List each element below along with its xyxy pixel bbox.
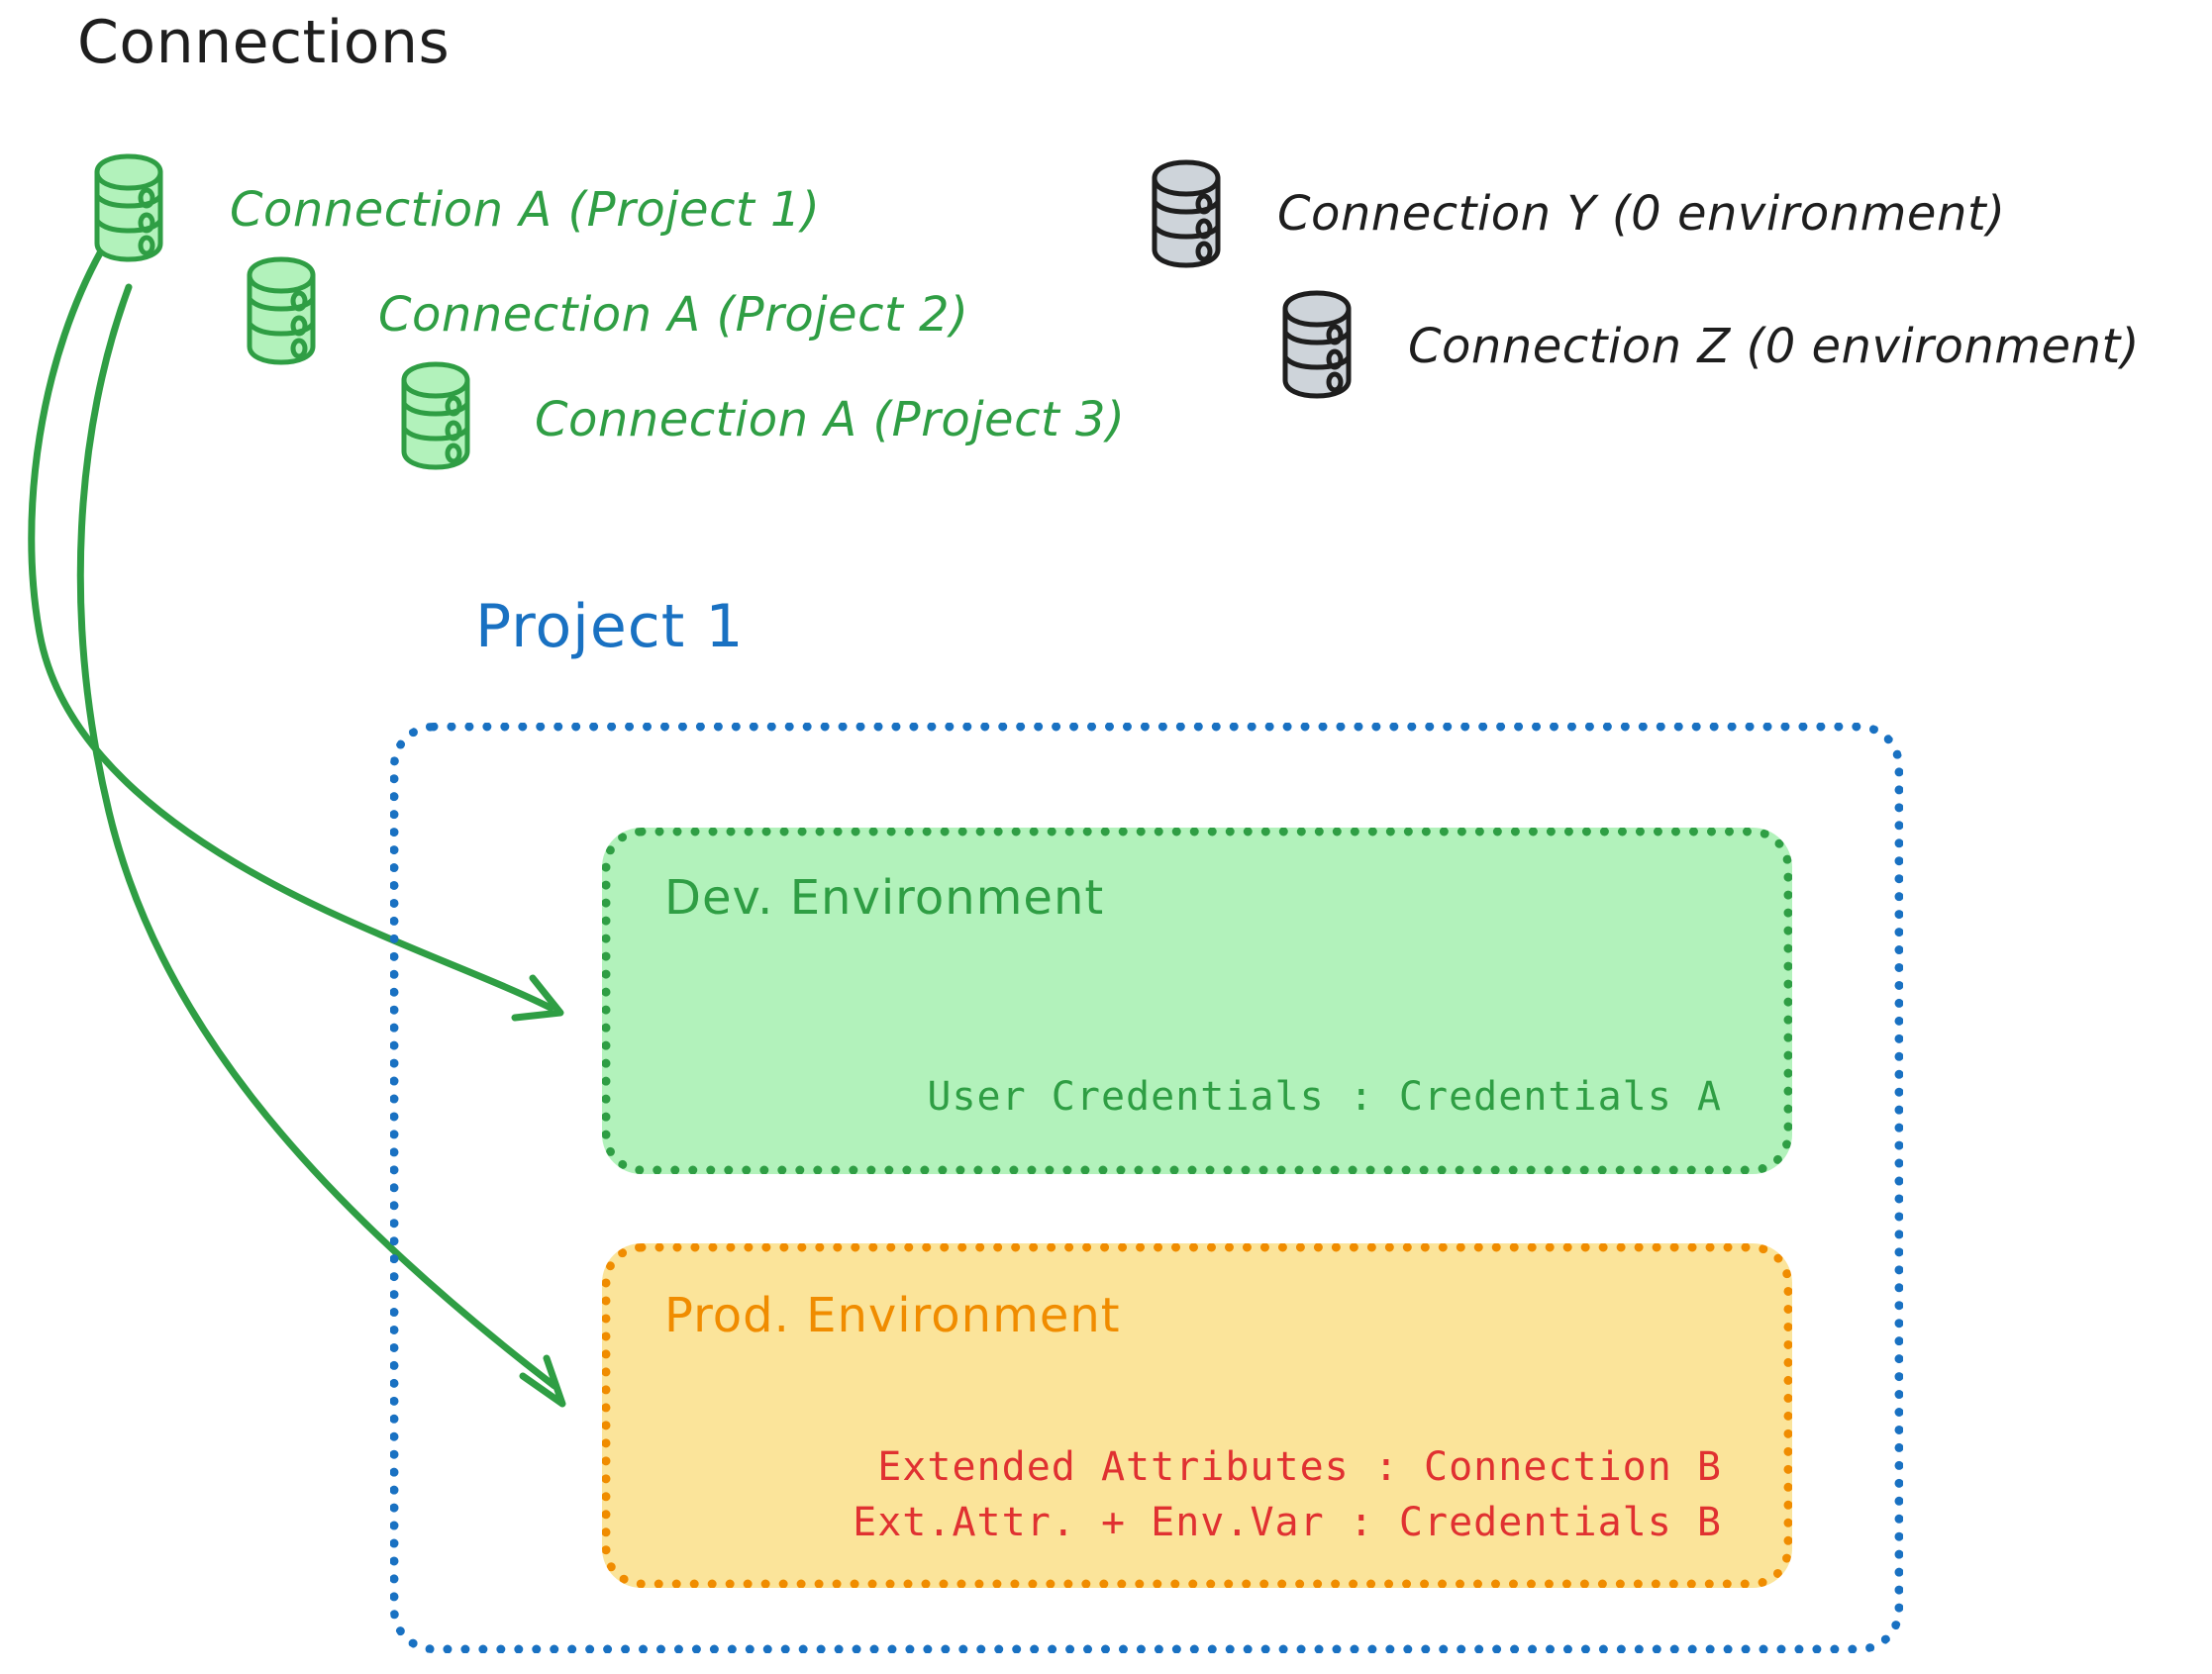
project-container (390, 723, 1903, 1653)
arrow-connection-a-to-prod-environment (76, 283, 566, 1408)
database-cylinder-icon (247, 256, 316, 365)
environment-box-prod: Prod. Environment Extended Attributes : … (602, 1243, 1792, 1588)
connection-label-y: Connection Y (0 environment) (1277, 186, 2006, 242)
arrow-connection-a-to-dev-environment (28, 239, 564, 1022)
project-title: Project 1 (475, 592, 745, 661)
page-title: Connections (77, 8, 451, 77)
database-cylinder-icon (1152, 159, 1221, 268)
environment-title-dev: Dev. Environment (664, 870, 1105, 926)
connection-label-z: Connection Z (0 environment) (1408, 319, 2140, 374)
database-cylinder-icon (1282, 290, 1352, 399)
environment-title-prod: Prod. Environment (664, 1288, 1121, 1343)
environment-line-prod-2: Ext.Attr. + Env.Var : Credentials B (853, 1500, 1722, 1545)
connection-label-a-project-2: Connection A (Project 2) (378, 287, 969, 343)
connection-label-a-project-3: Connection A (Project 3) (535, 392, 1126, 447)
database-cylinder-icon (94, 153, 163, 262)
database-cylinder-icon (401, 361, 470, 470)
environment-box-dev: Dev. Environment User Credentials : Cred… (602, 828, 1792, 1174)
environment-line-prod-1: Extended Attributes : Connection B (877, 1444, 1722, 1490)
connection-label-a-project-1: Connection A (Project 1) (230, 182, 821, 238)
environment-line-dev-1: User Credentials : Credentials A (927, 1074, 1722, 1120)
